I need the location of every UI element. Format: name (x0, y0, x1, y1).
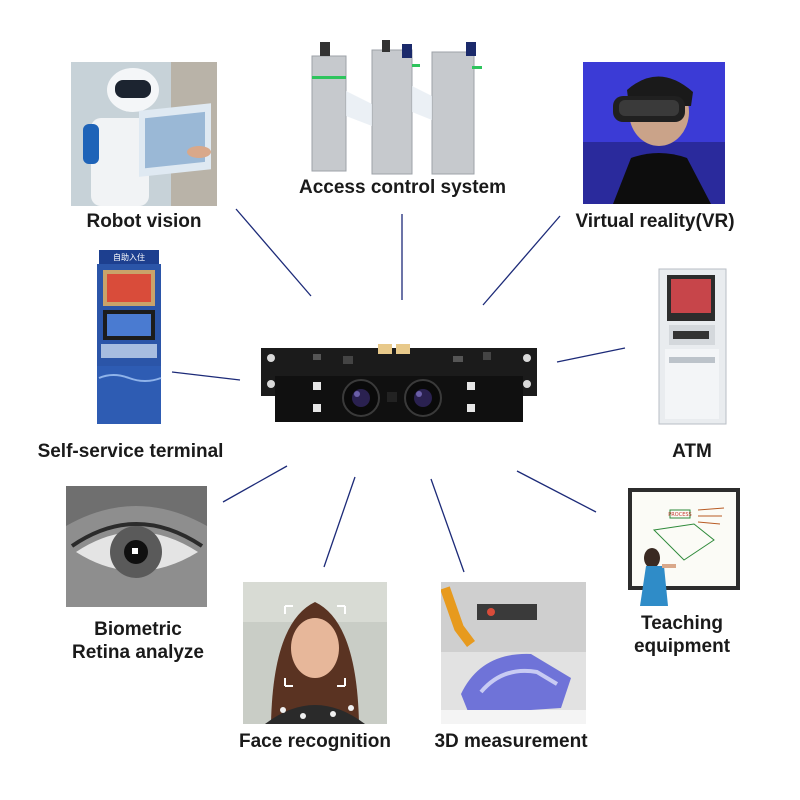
line-self-service (171, 371, 241, 381)
virtual-reality-photo (583, 62, 725, 204)
line-biometric (222, 465, 288, 503)
robot-vision-photo (71, 62, 217, 206)
label-3d-measurement: 3D measurement (434, 731, 588, 752)
label-biometric: Biometric Retina analyze (58, 618, 218, 664)
line-face-recognition (323, 476, 356, 568)
label-atm: ATM (672, 441, 712, 462)
line-3d-measurement (430, 478, 465, 573)
teaching-equipment-photo: PROCESS (624, 480, 742, 606)
face-recognition-photo (243, 582, 387, 724)
camera-module-image (253, 338, 545, 430)
label-access-control: Access control system (299, 177, 506, 198)
label-teaching-line2: equipment (633, 636, 731, 657)
label-face-recognition: Face recognition (238, 731, 392, 752)
line-robot-vision (235, 208, 312, 297)
kiosk-sign-text: 自助入住 (113, 252, 145, 262)
label-self-service-terminal: Self-service terminal (37, 441, 224, 462)
access-control-photo (300, 36, 506, 176)
3d-measurement-photo (441, 582, 586, 724)
label-teaching: Teaching equipment (612, 612, 752, 658)
label-robot-vision: Robot vision (86, 211, 202, 232)
label-teaching-line1: Teaching (641, 613, 723, 634)
label-biometric-line2: Retina analyze (72, 642, 204, 663)
atm-photo (655, 265, 730, 428)
line-teaching (516, 470, 597, 513)
label-biometric-line1: Biometric (94, 619, 182, 640)
whiteboard-topic-text: PROCESS (668, 512, 691, 518)
self-service-terminal-photo: 自助入住 (93, 248, 165, 424)
line-virtual-reality (482, 215, 561, 306)
biometric-retina-photo (66, 486, 207, 607)
line-atm (556, 347, 626, 363)
label-virtual-reality: Virtual reality(VR) (575, 211, 735, 232)
